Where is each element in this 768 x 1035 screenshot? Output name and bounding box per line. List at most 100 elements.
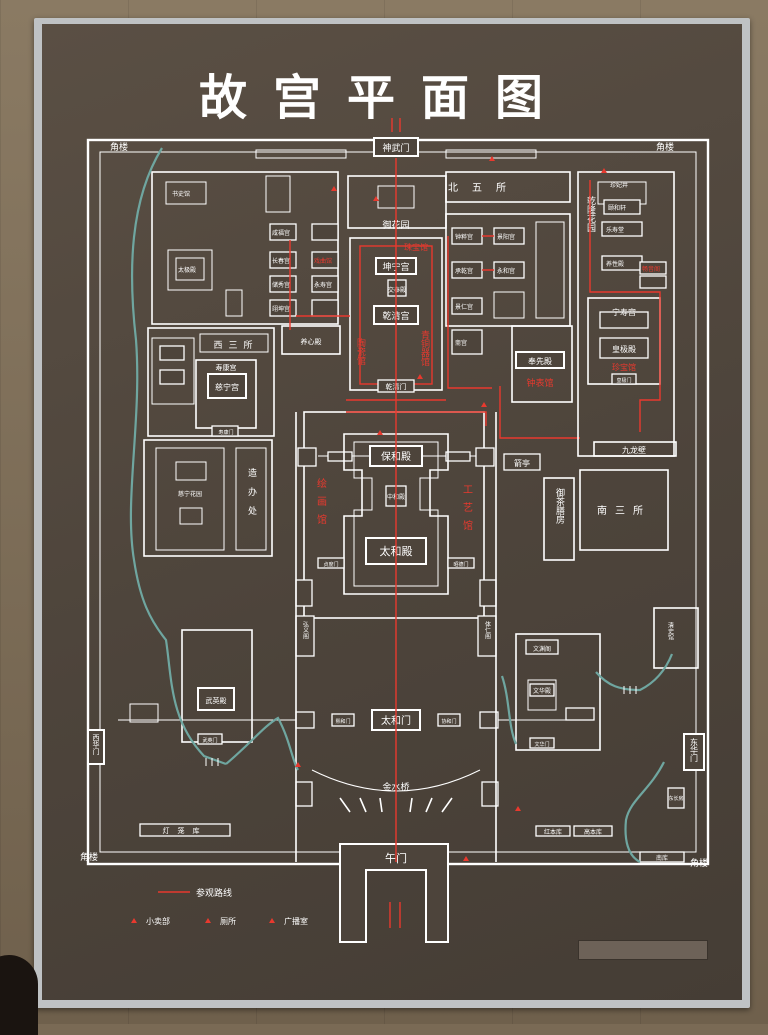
label-jiaolou-nw: 角楼 xyxy=(110,141,128,153)
jinshui-bridges xyxy=(339,797,453,813)
inner-river-southwest xyxy=(225,716,299,771)
gate-xihe[interactable] xyxy=(331,713,355,727)
label-jiaolou-sw: 角楼 xyxy=(80,851,98,863)
storehouse-gaoben xyxy=(573,825,613,837)
central-axis-walls xyxy=(295,412,497,862)
nansansuo-compound xyxy=(579,469,669,551)
river-bridges xyxy=(205,686,637,766)
label-yangxin: 养心殿 xyxy=(301,337,322,346)
label-yikun: 翊坤宫 xyxy=(272,305,290,313)
label-xihua: 西华门 xyxy=(92,734,100,756)
inner-river-west xyxy=(129,147,227,766)
gate-xiehe[interactable] xyxy=(437,713,461,727)
label-zhenfei: 珍妃井 xyxy=(610,181,628,189)
building-east-corridor xyxy=(479,579,497,607)
label-zhongcui: 钟粹宫 xyxy=(455,233,473,241)
label-zhendu: 贞度门 xyxy=(323,561,338,568)
label-painting: 绘画馆 xyxy=(315,477,327,532)
label-chengqian: 承乾宫 xyxy=(455,267,473,275)
label-huangji: 皇极殿 xyxy=(612,344,636,354)
route-west-palaces xyxy=(289,240,350,330)
label-zhaode: 昭德门 xyxy=(453,561,468,568)
label-chuxiu: 储秀宫 xyxy=(272,281,290,289)
building-west-corridor xyxy=(295,579,313,607)
legend-toilet-swatch xyxy=(205,918,211,923)
route-east-palaces xyxy=(447,235,494,389)
label-yuchashan: 御茶膳房 xyxy=(554,487,565,525)
storehouse-denglong xyxy=(139,823,231,837)
hall-jiaotai[interactable] xyxy=(387,279,407,297)
label-crafts: 工艺馆 xyxy=(461,484,473,538)
label-fengxian: 奉先殿 xyxy=(528,356,552,366)
gate-xihua[interactable] xyxy=(87,729,105,765)
storehouse-hongben xyxy=(535,825,571,837)
legend-shop-label: 小卖部 xyxy=(146,916,170,926)
label-beiwusuo: 北五所 xyxy=(448,182,520,194)
building-se-corridor xyxy=(481,781,499,807)
pavilion-jianting[interactable] xyxy=(503,453,541,471)
cining-complex xyxy=(147,327,275,437)
label-shoukang-gate: 寿康门 xyxy=(218,429,233,436)
hall-yangxin[interactable] xyxy=(281,325,341,355)
gate-wu[interactable] xyxy=(339,843,449,943)
legend-shop-swatch xyxy=(131,918,137,923)
label-zhaijing: 斋宫 xyxy=(455,339,467,347)
label-dongchang: 东长房 xyxy=(668,795,683,802)
label-jingyang: 景阳宫 xyxy=(497,233,515,241)
east-six-palaces xyxy=(445,171,571,355)
label-hongbenku: 红本库 xyxy=(544,828,562,836)
label-huangji-gate: 皇极门 xyxy=(616,377,631,384)
label-leshou: 乐寿堂 xyxy=(606,226,624,234)
label-nansansuo: 南三所 xyxy=(597,504,651,517)
label-changyin: 畅音阁 xyxy=(642,265,660,273)
label-wenyuan: 文渊阁 xyxy=(533,645,551,653)
label-shoukang: 寿康宫 xyxy=(216,363,237,372)
label-tiren: 体仁阁 xyxy=(484,620,491,640)
credit-plaque xyxy=(578,940,708,960)
label-xiehe: 协和门 xyxy=(441,718,456,725)
label-jiaolou-se: 角楼 xyxy=(690,857,708,869)
label-donghua: 东华门 xyxy=(690,737,699,763)
legend-broadcast-label: 广播室 xyxy=(284,916,308,926)
label-wenhua-gate: 文华门 xyxy=(534,741,549,748)
route-ningshou xyxy=(589,180,661,432)
label-xihe: 熙和门 xyxy=(335,718,350,725)
gate-donghua[interactable] xyxy=(683,733,705,771)
label-cining: 慈宁宫 xyxy=(215,382,239,392)
visitor-head-silhouette xyxy=(0,955,38,1035)
label-xisansuo: 西三所 xyxy=(213,340,258,351)
label-yihe: 颐和轩 xyxy=(608,204,626,212)
legend-broadcast-swatch xyxy=(269,918,275,923)
corner-tower-se: 角楼 xyxy=(690,857,708,869)
label-ningshou: 宁寿宫 xyxy=(612,307,636,317)
label-zaobanchu: 造办处 xyxy=(246,467,257,525)
three-halls-terrace-inner xyxy=(353,441,439,587)
map-title: 故宫平面图 xyxy=(198,70,569,126)
label-zhubao: 珠宝馆 xyxy=(404,242,428,252)
route-fengxian xyxy=(499,386,580,439)
gate-shenwu[interactable] xyxy=(373,137,419,157)
three-halls-terrace-outer xyxy=(343,433,449,595)
legend-route-label: 参观路线 xyxy=(196,887,232,899)
label-changchun: 长春宫 xyxy=(272,257,290,265)
label-jiaolou-ne: 角楼 xyxy=(656,141,674,153)
corner-tower-ne: 角楼 xyxy=(656,141,674,153)
west-six-palaces xyxy=(151,171,339,325)
label-gaoshiku: 高本库 xyxy=(584,828,602,836)
label-wenhua: 文华殿 xyxy=(533,687,551,695)
gate-jingyun[interactable] xyxy=(475,447,495,467)
hall-fengxian[interactable] xyxy=(515,351,565,369)
wuying-compound xyxy=(129,629,253,745)
label-yangxing: 养性殿 xyxy=(606,260,624,268)
building-baohe-west xyxy=(327,451,353,462)
gate-zhendu xyxy=(317,557,345,569)
legend-toilet-label: 厕所 xyxy=(220,916,236,926)
label-yonghe: 永和宫 xyxy=(497,267,515,275)
label-nanku: 南库 xyxy=(656,854,668,862)
label-taiji: 太极殿 xyxy=(178,266,196,274)
gate-xihe-tower xyxy=(295,711,315,729)
gate-longzong[interactable] xyxy=(297,447,317,467)
label-jiaotai: 交泰殿 xyxy=(388,286,406,294)
north-entrance-arrows xyxy=(391,118,401,132)
